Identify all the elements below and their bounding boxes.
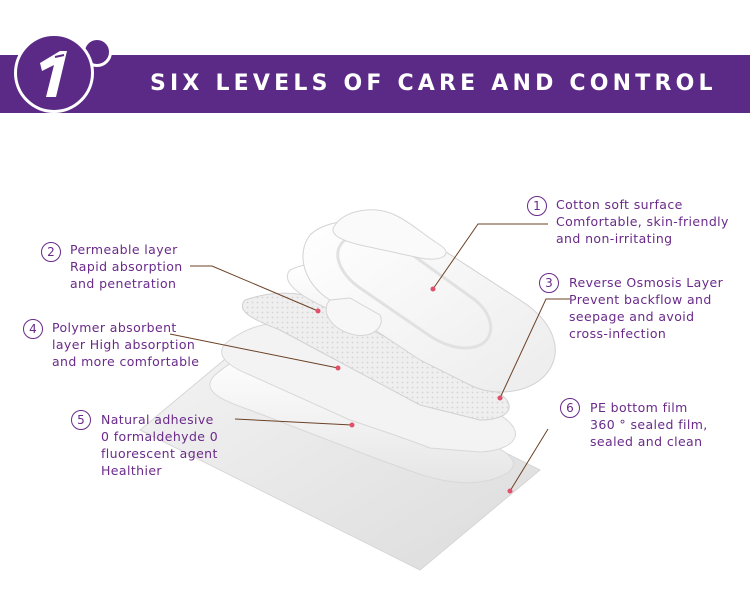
- callout-number-3: 3: [539, 273, 559, 293]
- callout-6: PE bottom film 360 ° sealed film, sealed…: [590, 399, 708, 450]
- callout-number-1: 1: [527, 196, 547, 216]
- callout-3-line-4: cross-infection: [569, 326, 667, 341]
- callout-3: Reverse Osmosis Layer Prevent backflow a…: [569, 274, 723, 342]
- dot-4: [335, 365, 341, 371]
- callout-4-line-2: layer High absorption: [52, 337, 196, 352]
- leader-line-1: [432, 223, 548, 290]
- callout-2-line-2: Rapid absorption: [70, 259, 183, 274]
- callout-6-line-1: PE bottom film: [590, 400, 688, 415]
- callout-1-line-3: and non-irritating: [556, 231, 673, 246]
- title-banner: [0, 55, 750, 113]
- callout-4: Polymer absorbent layer High absorption …: [52, 319, 199, 370]
- callout-1: Cotton soft surface Comfortable, skin-fr…: [556, 196, 729, 247]
- dot-3: [497, 395, 503, 401]
- leader-line-3: [499, 298, 570, 399]
- callout-4-line-3: and more comfortable: [52, 354, 200, 369]
- callout-3-line-2: Prevent backflow and: [569, 292, 712, 307]
- callout-5-line-4: Healthier: [101, 463, 162, 478]
- callout-2: Permeable layer Rapid absorption and pen…: [70, 241, 183, 292]
- number-one-icon: [40, 51, 67, 97]
- dot-6: [507, 488, 513, 494]
- leader-dots: [315, 286, 513, 494]
- callout-1-line-2: Comfortable, skin-friendly: [556, 214, 729, 229]
- leader-line-2: [190, 265, 319, 312]
- callout-3-line-1: Reverse Osmosis Layer: [569, 275, 724, 290]
- callout-number-5: 5: [71, 410, 91, 430]
- leader-lines: [169, 223, 570, 492]
- callout-6-line-2: 360 ° sealed film,: [590, 417, 708, 432]
- callout-4-line-1: Polymer absorbent: [52, 320, 177, 335]
- leader-line-4: [169, 333, 339, 369]
- callout-5-line-1: Natural adhesive: [101, 412, 214, 427]
- dot-5: [349, 422, 355, 428]
- callout-1-line-1: Cotton soft surface: [556, 197, 683, 212]
- callout-number-6: 6: [560, 398, 580, 418]
- callout-2-line-3: and penetration: [70, 276, 177, 291]
- callout-3-line-3: seepage and avoid: [569, 309, 695, 324]
- callout-5-line-3: fluorescent agent: [101, 446, 218, 461]
- reverse-osmosis-layer: [242, 292, 510, 421]
- callout-5-line-2: 0 formaldehyde 0: [101, 429, 219, 444]
- callout-5: Natural adhesive 0 formaldehyde 0 fluore…: [101, 411, 218, 479]
- dot-2: [315, 308, 321, 314]
- callout-2-line-1: Permeable layer: [70, 242, 178, 257]
- banner-title: SIX LEVELS OF CARE AND CONTROL: [150, 71, 717, 96]
- leader-line-5: [234, 418, 353, 426]
- callout-number-4: 4: [23, 319, 43, 339]
- callout-6-line-3: sealed and clean: [590, 434, 703, 449]
- callout-number-2: 2: [41, 242, 61, 262]
- leader-line-6: [509, 428, 549, 492]
- dot-1: [430, 286, 436, 292]
